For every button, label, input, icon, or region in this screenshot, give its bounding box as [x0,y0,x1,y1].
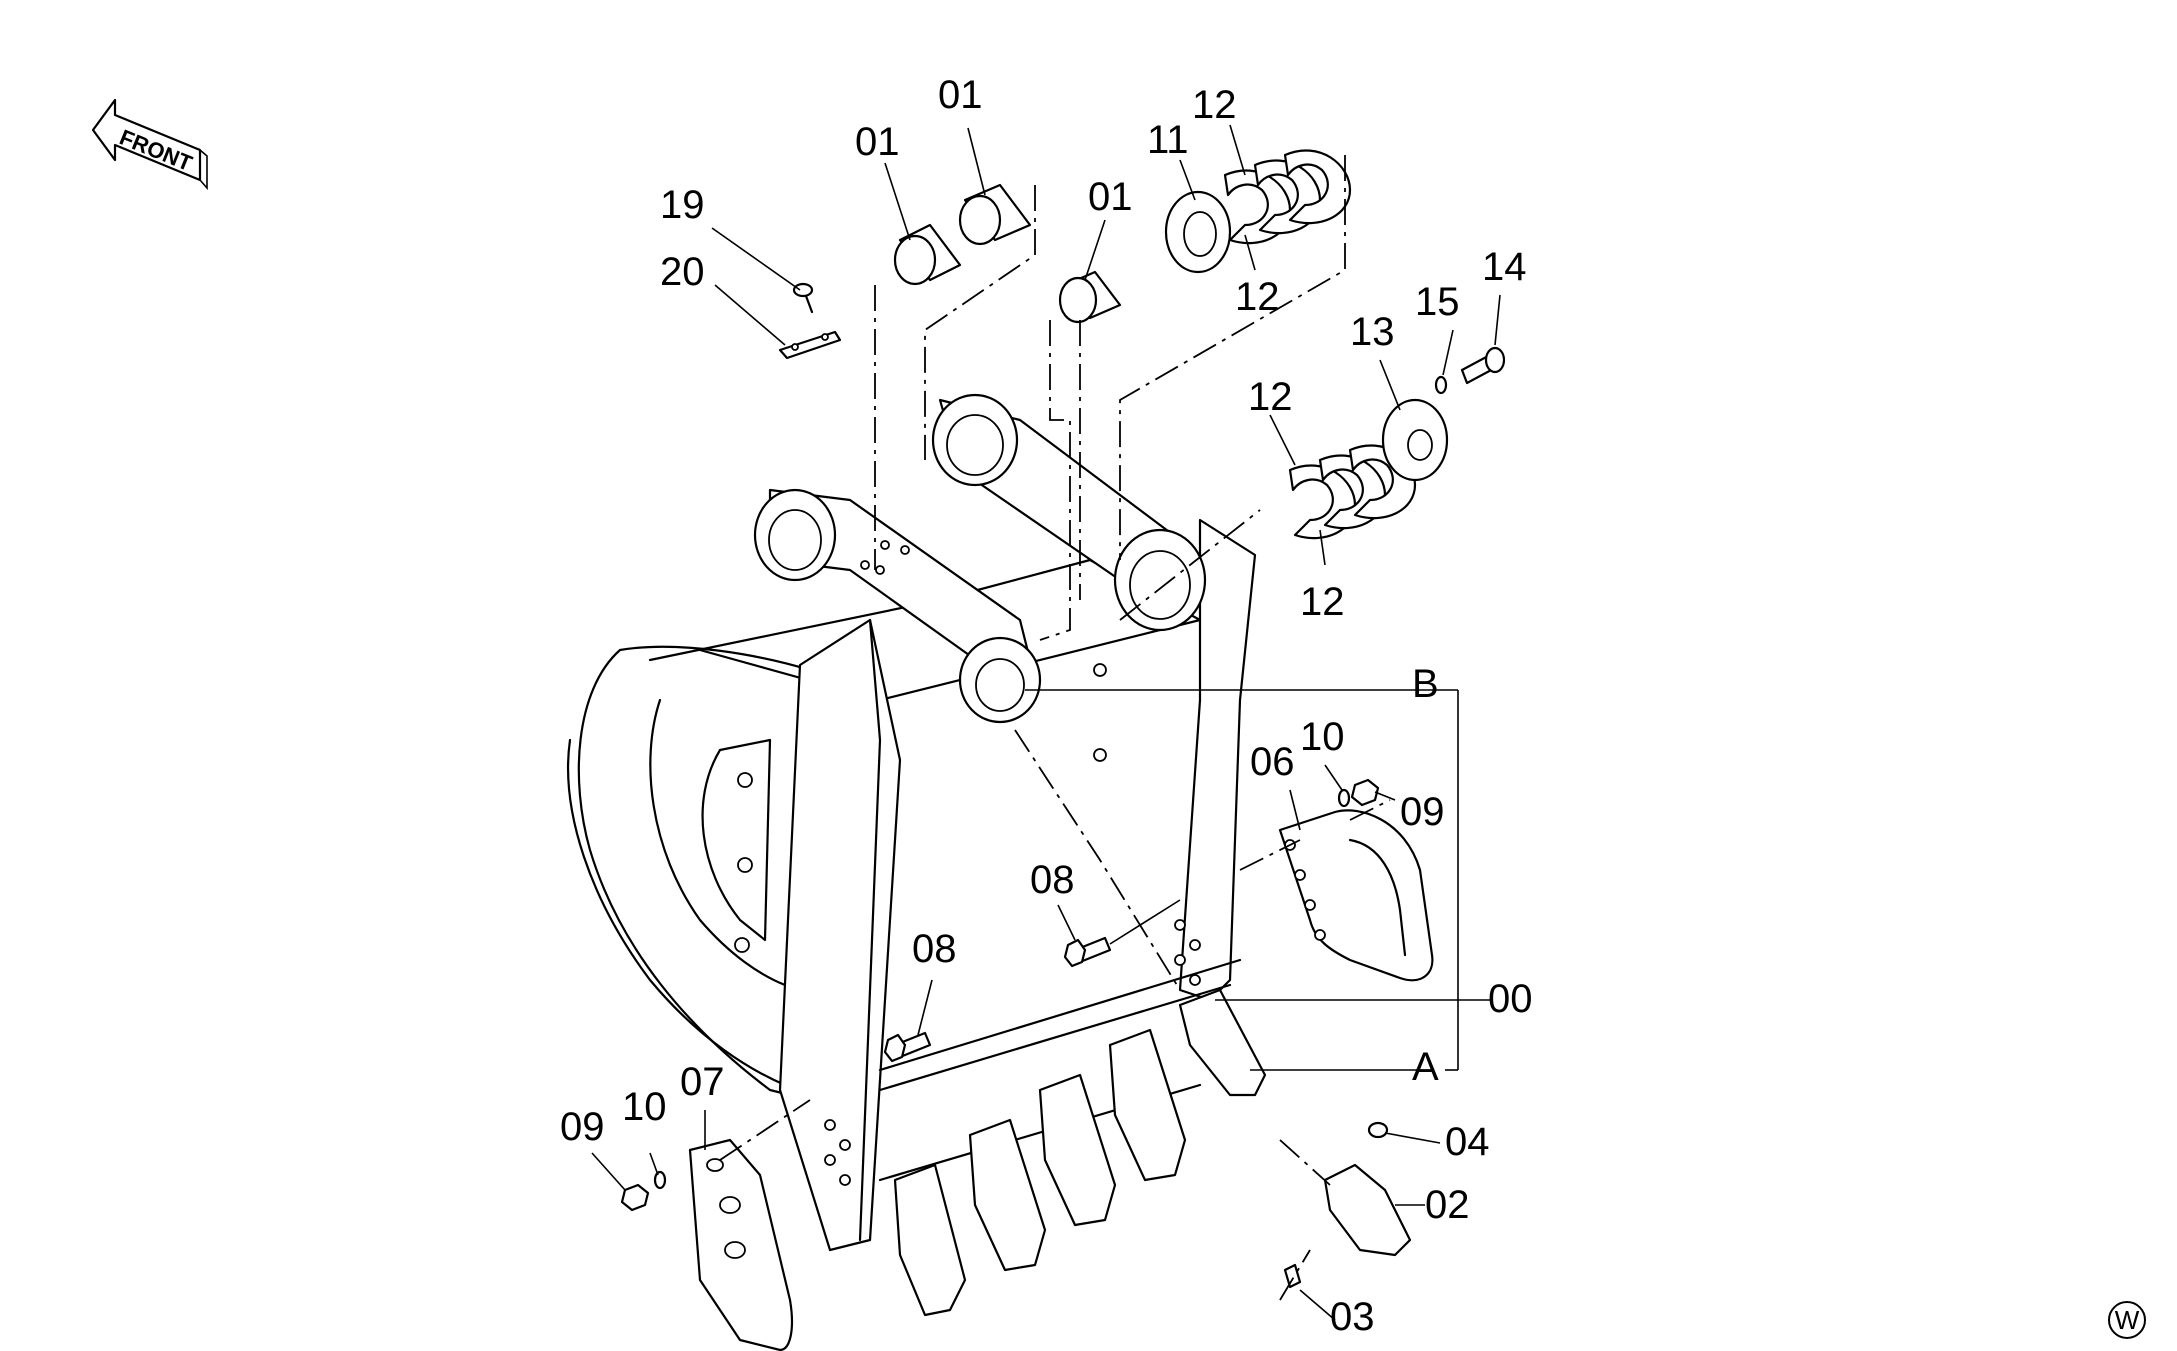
label-04: 04 [1445,1120,1490,1164]
nut-09-right [1350,778,1380,807]
label-10a: 10 [1300,715,1345,759]
lock-03 [1283,1263,1302,1289]
label-15: 15 [1415,280,1460,324]
label-09b: 09 [560,1105,605,1149]
label-A: A [1412,1045,1439,1089]
circled-w-mark: W [2108,1301,2146,1339]
spring-washer-15 [1434,375,1448,395]
washer-11 [1164,190,1232,274]
bolt-08-lower [883,1031,932,1063]
label-01c: 01 [1088,175,1133,219]
label-06: 06 [1250,740,1295,784]
shim-set-12-upper [1223,149,1352,245]
assembly-guides [719,155,1391,1301]
tooth-1 [893,1163,967,1317]
front-arrow-icon: FRONT [91,98,208,191]
tooth-3 [1038,1073,1117,1227]
tooth-4 [1108,1028,1187,1182]
label-19: 19 [660,183,705,227]
tooth-5 [1178,988,1267,1097]
bolt-19 [792,282,814,314]
nut-09-left [620,1183,650,1212]
label-12b: 12 [1235,275,1280,319]
bolt-08-upper [1063,899,1181,968]
label-10b: 10 [622,1085,667,1129]
label-14: 14 [1482,245,1527,289]
label-11: 11 [1147,118,1189,162]
bushing-01b [958,183,1032,246]
shim-plate-20 [778,330,842,360]
plate-13 [1381,398,1449,482]
label-20: 20 [660,250,705,294]
bolt-14 [1460,346,1506,385]
bushing-01a [893,223,962,286]
washer-10-left [653,1170,667,1190]
label-12c: 12 [1248,375,1293,419]
label-08a: 08 [1030,858,1075,902]
tooth-2 [968,1118,1047,1272]
tooth-02 [1323,1163,1412,1257]
label-B: B [1412,662,1439,706]
bucket-bracket [753,393,1207,724]
pin-04 [1367,1121,1389,1139]
bushing-01c [1058,270,1122,324]
label-01b: 01 [938,73,983,117]
label-01a: 01 [855,120,900,164]
label-03: 03 [1330,1295,1375,1339]
label-09a: 09 [1400,790,1445,834]
leader-lines [591,124,1501,1321]
part-labels: 01 01 01 19 20 11 12 12 12 12 13 14 15 0… [560,73,1533,1339]
label-02: 02 [1425,1183,1470,1227]
label-13: 13 [1350,310,1395,354]
label-12a: 12 [1192,83,1237,127]
label-08b: 08 [912,927,957,971]
bucket-teeth [893,988,1267,1317]
bucket-body [567,518,1257,1252]
w-mark-label: W [2115,1305,2140,1335]
side-cutter-06 [1278,809,1434,982]
side-cutter-07 [688,1138,794,1351]
label-12d: 12 [1300,580,1345,624]
label-00: 00 [1488,977,1533,1021]
label-07: 07 [680,1060,725,1104]
washer-10-right [1337,788,1351,808]
